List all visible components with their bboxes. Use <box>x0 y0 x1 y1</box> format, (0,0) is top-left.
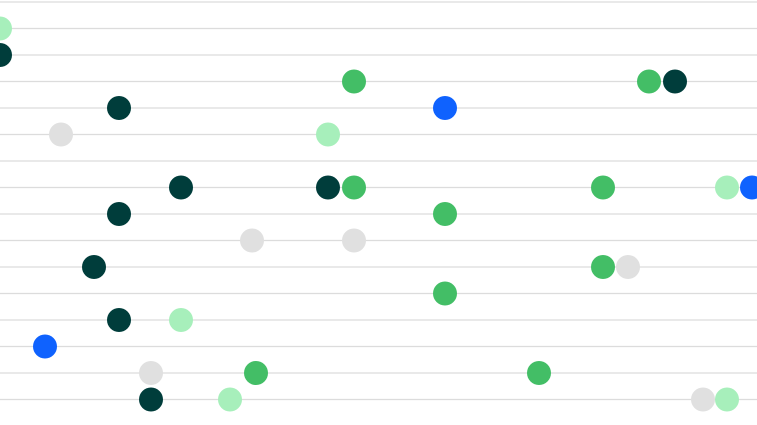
dot-light-green <box>0 16 12 41</box>
dot-light-gray <box>139 361 163 385</box>
dot-markers <box>0 16 757 412</box>
dot-dark-green <box>82 255 106 279</box>
dot-light-gray <box>691 387 715 412</box>
dot-light-green <box>218 387 242 412</box>
dot-blue <box>740 175 757 200</box>
dot-green <box>342 69 366 94</box>
dot-dark-green <box>663 69 687 94</box>
dot-blue <box>433 96 457 120</box>
dot-green <box>342 175 366 200</box>
dot-green <box>637 69 661 94</box>
dot-dark-green <box>107 202 131 226</box>
dot-green <box>591 255 615 279</box>
dot-green <box>244 361 268 385</box>
dot-dark-green <box>107 96 131 120</box>
dot-dark-green <box>107 308 131 332</box>
dot-light-gray <box>342 228 366 253</box>
dot-dark-green <box>139 387 163 412</box>
dot-light-gray <box>616 255 640 279</box>
dot-dark-green <box>0 43 12 67</box>
dot-green <box>433 202 457 226</box>
dot-green <box>591 175 615 200</box>
dot-light-green <box>715 387 739 412</box>
dot-light-green <box>316 122 340 147</box>
dot-light-gray <box>49 122 73 147</box>
dot-green <box>527 361 551 385</box>
dot-green <box>433 281 457 306</box>
dot-light-gray <box>240 228 264 253</box>
dot-light-green <box>169 308 193 332</box>
dot-dark-green <box>316 175 340 200</box>
dot-dark-green <box>169 175 193 200</box>
dot-blue <box>33 334 57 359</box>
dot-light-green <box>715 175 739 200</box>
